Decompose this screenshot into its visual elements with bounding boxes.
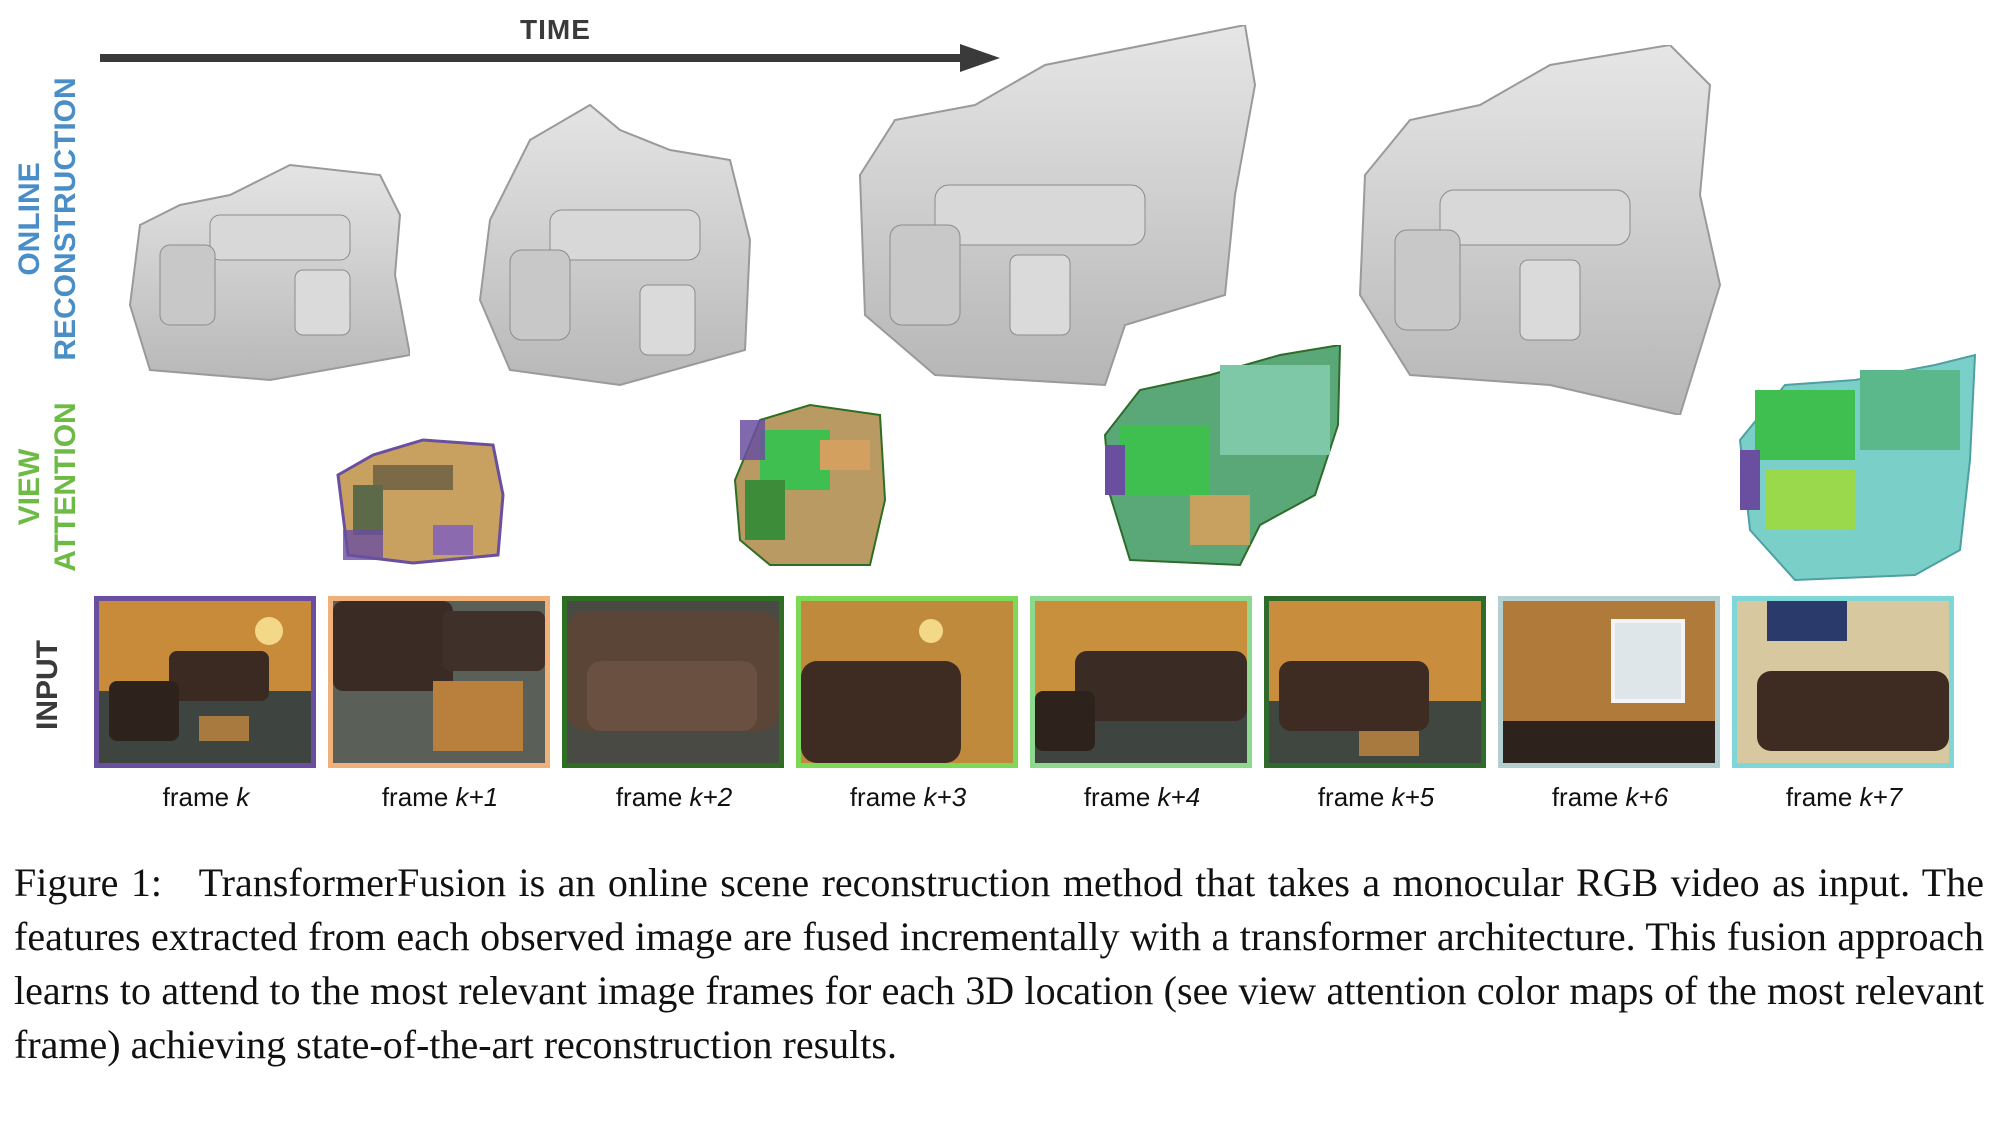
frame-label: frame k+1	[381, 782, 499, 812]
frame-thumbnail	[796, 596, 1018, 768]
attention-map-3	[1100, 345, 1345, 570]
time-arrow	[100, 44, 1000, 72]
frame-label: frame k+6	[1551, 782, 1669, 812]
reconstruction-mesh-2	[470, 100, 760, 390]
frame-label: frame k	[162, 782, 250, 812]
caption-text: TransformerFusion is an online scene rec…	[14, 860, 1984, 1067]
input-label: INPUT	[31, 640, 64, 730]
frame-thumbnail	[562, 596, 784, 768]
frame-label: frame k+4	[1083, 782, 1201, 812]
frame-thumbnail	[1732, 596, 1954, 768]
attention-map-4	[1735, 350, 1980, 585]
frame-thumbnail	[328, 596, 550, 768]
attention-map-2	[730, 400, 890, 570]
reconstruction-mesh-1	[120, 155, 410, 385]
frame-label: frame k+2	[615, 782, 733, 812]
frame-thumbnail	[1030, 596, 1252, 768]
attention-map-1	[333, 435, 508, 565]
time-label: TIME	[520, 14, 591, 45]
input-frames-row	[94, 596, 1974, 776]
frame-label: frame k+5	[1317, 782, 1435, 812]
frame-thumbnail	[1498, 596, 1720, 768]
frame-label: frame k+3	[849, 782, 967, 812]
figure-number: Figure 1:	[14, 860, 162, 905]
figure-caption: Figure 1: TransformerFusion is an online…	[14, 856, 1984, 1072]
view-attention-label: VIEW ATTENTION	[13, 402, 82, 572]
reconstruction-mesh-3	[845, 25, 1265, 390]
frame-thumbnail	[1264, 596, 1486, 768]
reconstruction-mesh-4	[1350, 45, 1730, 415]
frame-thumbnail	[94, 596, 316, 768]
online-reconstruction-label: ONLINE RECONSTRUCTION	[13, 77, 82, 361]
frame-label: frame k+7	[1785, 782, 1903, 812]
